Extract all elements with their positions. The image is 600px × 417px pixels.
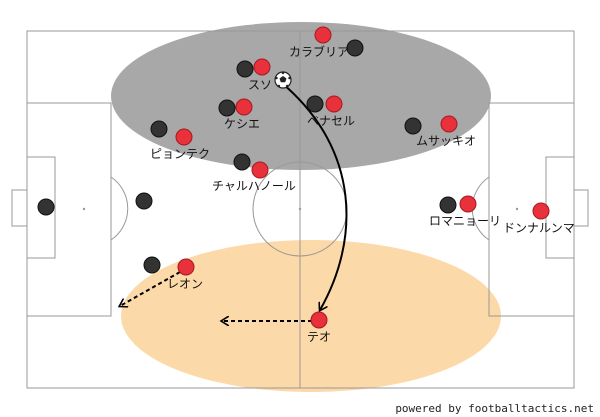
red-team: カラブリア スソ ケシエ ベナセル ムサッキオ ピョンテク チャルハノール ロ bbox=[150, 26, 575, 344]
pass-arrow-curve bbox=[282, 83, 348, 310]
player-label: テオ bbox=[307, 330, 331, 344]
dark-team bbox=[37, 39, 457, 274]
dark-player bbox=[218, 99, 236, 117]
dark-player bbox=[150, 120, 168, 138]
dark-player bbox=[236, 60, 254, 78]
player-label: ムサッキオ bbox=[416, 134, 476, 148]
player-label: チャルハノール bbox=[212, 179, 296, 193]
player-label: レオン bbox=[167, 277, 203, 291]
player-label: ケシエ bbox=[224, 117, 260, 131]
center-spot bbox=[298, 207, 302, 211]
dark-player bbox=[37, 198, 55, 216]
dark-player bbox=[346, 39, 364, 57]
player-son: スソ bbox=[248, 58, 272, 92]
dark-player bbox=[404, 117, 422, 135]
player-label: ベナセル bbox=[307, 114, 355, 128]
left-goal bbox=[11, 189, 28, 227]
credit-text[interactable]: powered by footballtactics.net bbox=[395, 402, 594, 415]
player-label: カラブリア bbox=[289, 44, 349, 59]
dark-player bbox=[439, 196, 457, 214]
dark-player bbox=[143, 256, 161, 274]
pressing-zone-upper bbox=[111, 22, 491, 170]
player-label: ロマニョーリ bbox=[429, 214, 501, 228]
run-arrow-leon bbox=[120, 271, 181, 306]
player-donnarumma: ドンナルンマ bbox=[503, 202, 575, 235]
player-karaburia: カラブリア bbox=[289, 26, 349, 59]
left-penalty-arc bbox=[110, 176, 129, 241]
player-leon: レオン bbox=[167, 258, 203, 291]
right-penalty-spot bbox=[515, 207, 519, 211]
player-kessie: ケシエ bbox=[224, 98, 260, 131]
pitch-lines bbox=[11, 30, 589, 389]
right-goal bbox=[573, 189, 589, 227]
left-penalty-spot bbox=[82, 207, 86, 211]
player-piontek: ピョンテク bbox=[150, 128, 210, 161]
dark-player bbox=[306, 95, 324, 113]
player-label: スソ bbox=[248, 78, 272, 92]
right-goal-area bbox=[545, 156, 575, 259]
player-label: ピョンテク bbox=[150, 147, 210, 161]
player-musacchio: ムサッキオ bbox=[416, 115, 476, 148]
player-theo: テオ bbox=[307, 311, 331, 344]
dark-player bbox=[135, 192, 153, 210]
right-penalty-box bbox=[488, 102, 575, 317]
player-romagnoli: ロマニョーリ bbox=[429, 195, 501, 228]
player-label: ドンナルンマ bbox=[503, 221, 575, 235]
player-calhanoglu: チャルハノール bbox=[212, 161, 296, 193]
dark-player bbox=[233, 153, 251, 171]
player-bennacer: ベナセル bbox=[307, 95, 355, 128]
soccer-ball-icon bbox=[274, 71, 292, 89]
space-zone-lower bbox=[121, 240, 501, 392]
